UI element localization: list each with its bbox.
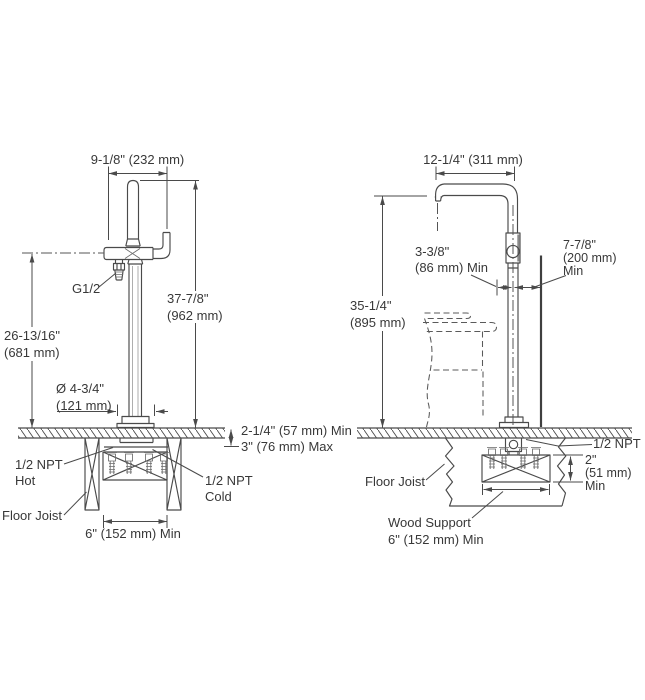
left-faucet-body [103, 246, 154, 261]
mounting-bolts-left [107, 452, 169, 474]
hot-label-1: 1/2 NPT [15, 457, 63, 472]
left-faucet-handle [125, 179, 141, 247]
cold-label-2: Cold [205, 489, 232, 504]
wood-support-label-2: 6" (152 mm) Min [388, 532, 484, 547]
left-support-block [102, 451, 168, 481]
right-valve-housing [505, 232, 521, 264]
support-thickness-label-3: Min [585, 479, 605, 493]
right-joist-break-lines [444, 437, 567, 507]
floor-max-label: 3" (76 mm) Max [241, 439, 334, 454]
right-escutcheon [498, 416, 530, 429]
leader-hot [63, 447, 114, 465]
tub-outline [423, 312, 498, 428]
npt-connection [508, 439, 519, 450]
reach-dim-label: 12-1/4" (311 mm) [423, 152, 523, 167]
wall-clearance-label-3: Min [563, 264, 583, 278]
leader-tub-clearance [470, 274, 497, 287]
leader-cold [152, 449, 204, 478]
left-column [127, 259, 144, 417]
leader-npt-right [525, 439, 593, 447]
support-thickness-label-1: 2" [585, 453, 596, 467]
height-label-1: 35-1/4" [350, 298, 392, 313]
wood-support-block [481, 454, 551, 483]
spout-height-label-2: (681 mm) [4, 345, 60, 360]
support-thickness-label-2: (51 mm) [585, 466, 632, 480]
tub-clearance-label-1: 3-3/8" [415, 244, 450, 259]
npt-label-right: 1/2 NPT [593, 436, 641, 451]
total-height-label-2: (962 mm) [167, 308, 223, 323]
left-escutcheon [116, 415, 155, 429]
left-view [18, 166, 239, 528]
label-bg [164, 291, 221, 323]
npt-fitting [504, 438, 523, 455]
leader-wall-clearance [534, 275, 567, 288]
leader-g12 [98, 272, 117, 288]
spout-height-label-1: 26-13/16" [4, 328, 60, 343]
label-bg [1, 327, 65, 361]
height-label-2: (895 mm) [350, 315, 406, 330]
g12-supply-fitting [112, 259, 126, 281]
left-faucet-spout [153, 231, 171, 260]
mounting-bolts-right [487, 447, 541, 469]
g12-label: G1/2 [72, 281, 100, 296]
hot-label-2: Hot [15, 473, 36, 488]
floor-min-label: 2-1/4" (57 mm) Min [241, 423, 352, 438]
floor-joist-label-left: Floor Joist [2, 508, 62, 523]
left-mounting-plate [104, 438, 168, 453]
right-view [357, 166, 632, 519]
left-floor-joist-right [166, 437, 182, 511]
left-floor-joist-left [84, 437, 100, 511]
support-width-label-left: 6" (152 mm) Min [85, 526, 181, 541]
leader-wood-support [471, 491, 504, 519]
total-height-label-1: 37-7/8" [167, 291, 209, 306]
tub-clearance-label-2: (86 mm) Min [415, 260, 488, 275]
wall-clearance-label-2: (200 mm) [563, 251, 616, 265]
label-bg [347, 296, 409, 331]
floor-surface-left [18, 428, 225, 438]
wall-clearance-label-1: 7-7/8" [563, 238, 596, 252]
base-dia-label-1: Ø 4-3/4" [56, 381, 104, 396]
base-dia-label-2: (121 mm) [56, 398, 112, 413]
wood-support-label-1: Wood Support [388, 515, 471, 530]
leader-floor-joist-right [425, 463, 445, 481]
floor-surface-right [357, 428, 632, 438]
cold-label-1: 1/2 NPT [205, 473, 253, 488]
leader-floor-joist-left [63, 491, 87, 516]
left-width-dim-label: 9-1/8" (232 mm) [91, 152, 184, 167]
floor-joist-label-right: Floor Joist [365, 474, 425, 489]
right-spout [434, 183, 519, 233]
